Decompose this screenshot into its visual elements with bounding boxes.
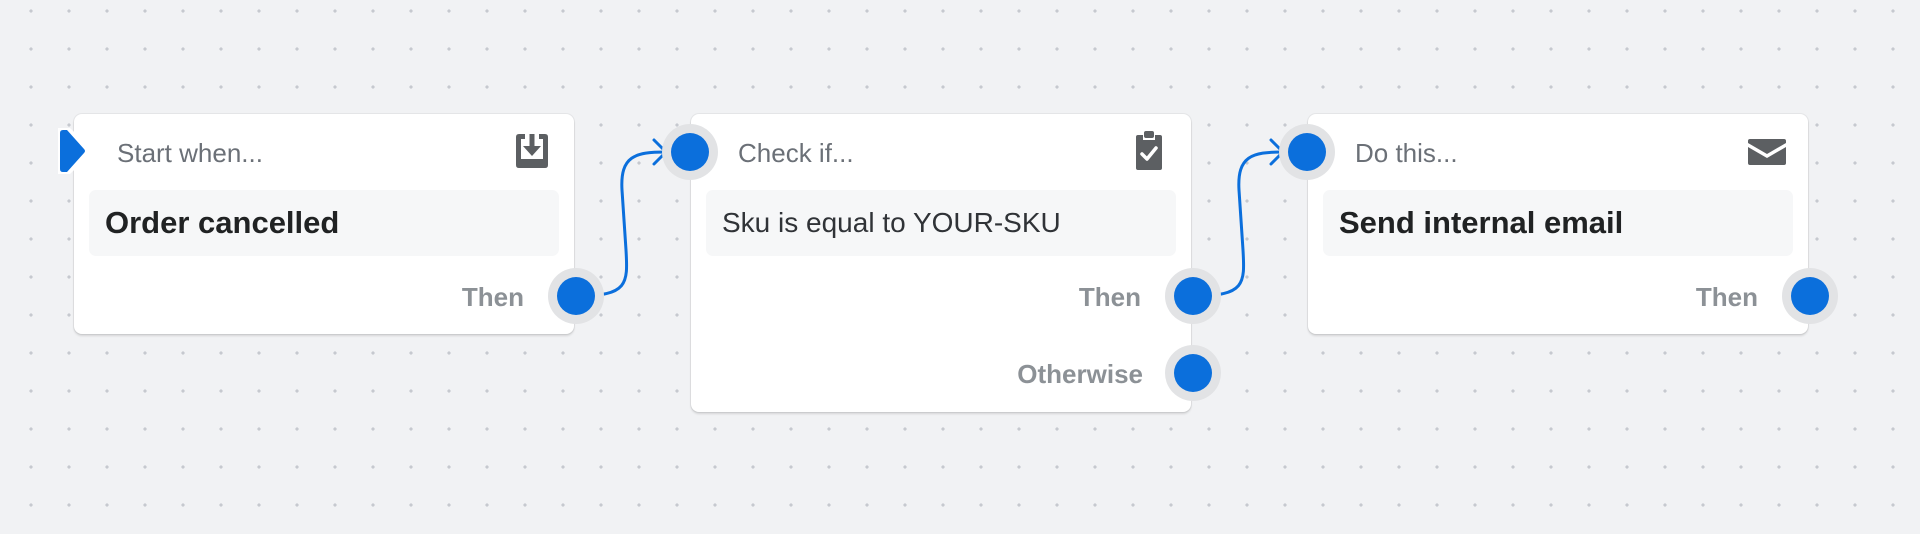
action-node-body: Send internal email xyxy=(1323,190,1793,256)
port-dot xyxy=(1174,354,1212,392)
trigger-start-flag xyxy=(58,128,94,174)
download-tray-icon xyxy=(512,131,552,171)
condition-then-label: Then xyxy=(1078,282,1141,312)
trigger-node[interactable]: Start when... Order cancelled Then xyxy=(74,114,574,334)
condition-input-port[interactable] xyxy=(662,124,718,180)
action-node-header: Do this... xyxy=(1308,114,1808,190)
connector-check-to-action xyxy=(1193,150,1284,298)
trigger-then-label: Then xyxy=(461,282,524,312)
port-dot xyxy=(1791,277,1829,315)
condition-node-body: Sku is equal to YOUR-SKU xyxy=(706,190,1176,256)
trigger-node-title: Start when... xyxy=(117,138,263,168)
condition-node[interactable]: Check if... Sku is equal to YOUR-SKU The… xyxy=(691,114,1191,412)
condition-node-title: Check if... xyxy=(738,138,854,168)
condition-otherwise-label: Otherwise xyxy=(1017,359,1143,389)
condition-then-port[interactable] xyxy=(1165,268,1221,324)
condition-node-header: Check if... xyxy=(691,114,1191,190)
action-node-title: Do this... xyxy=(1355,138,1458,168)
port-dot xyxy=(671,133,709,171)
port-dot xyxy=(1174,277,1212,315)
trigger-node-body: Order cancelled xyxy=(89,190,559,256)
envelope-icon xyxy=(1746,131,1788,171)
action-node[interactable]: Do this... Send internal email Then xyxy=(1308,114,1808,334)
condition-otherwise-port[interactable] xyxy=(1165,345,1221,401)
port-dot xyxy=(557,277,595,315)
port-dot xyxy=(1288,133,1326,171)
action-then-label: Then xyxy=(1695,282,1758,312)
clipboard-check-icon xyxy=(1129,131,1169,171)
action-input-port[interactable] xyxy=(1279,124,1335,180)
condition-expression: Sku is equal to YOUR-SKU xyxy=(722,207,1061,238)
trigger-then-port[interactable] xyxy=(548,268,604,324)
action-then-port[interactable] xyxy=(1782,268,1838,324)
trigger-node-header: Start when... xyxy=(74,114,574,190)
connector-start-to-check xyxy=(576,150,667,298)
action-name: Send internal email xyxy=(1339,205,1624,240)
trigger-event-label: Order cancelled xyxy=(105,205,340,240)
